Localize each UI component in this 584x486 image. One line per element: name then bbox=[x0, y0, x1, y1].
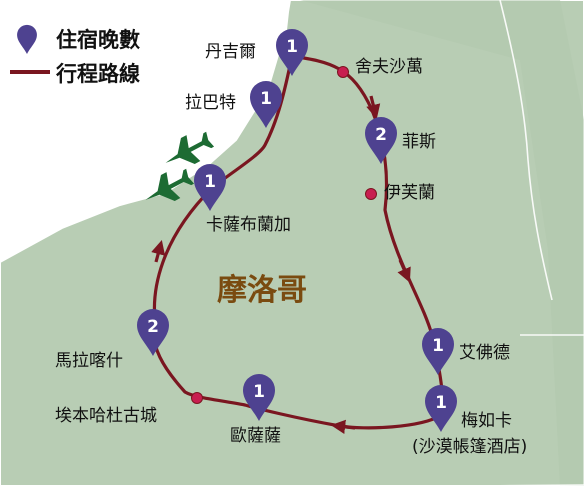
arrow-ifrane-erfoud bbox=[397, 259, 411, 283]
map-pin-icon-tangier: 1 bbox=[276, 29, 308, 76]
city-label-marrakech: 馬拉喀什 bbox=[55, 351, 123, 371]
city-label-casablanca: 卡薩布蘭加 bbox=[206, 215, 291, 235]
city-label-ifrane: 伊芙蘭 bbox=[384, 183, 435, 203]
svg-text:1: 1 bbox=[260, 89, 272, 109]
svg-text:1: 1 bbox=[253, 382, 265, 402]
airplane-icon bbox=[145, 168, 195, 201]
legend-route-swatch bbox=[10, 70, 50, 74]
country-label: 摩洛哥 bbox=[217, 273, 307, 308]
city-label-ouarzazate: 歐薩薩 bbox=[230, 426, 281, 446]
land-strip-north bbox=[300, 0, 584, 486]
map-pin-icon-marrakech: 2 bbox=[137, 309, 169, 356]
svg-text:2: 2 bbox=[147, 317, 159, 337]
city-label-ait-ben-haddou: 埃本哈杜古城 bbox=[55, 406, 157, 426]
stop-dot-icon bbox=[365, 188, 377, 200]
svg-text:1: 1 bbox=[204, 172, 216, 192]
city-label-merzouga: 梅如卡 bbox=[461, 411, 512, 431]
stop-dot-icon bbox=[191, 392, 203, 404]
city-label-erfoud: 艾佛德 bbox=[459, 343, 510, 363]
city-label-fes: 菲斯 bbox=[402, 132, 436, 152]
map-pin-icon-erfoud: 1 bbox=[422, 328, 454, 375]
city-label-chefchaouen: 舍夫沙萬 bbox=[355, 57, 423, 77]
legend-pin-label: 住宿晚數 bbox=[56, 28, 140, 52]
svg-text:1: 1 bbox=[435, 393, 447, 413]
svg-text:1: 1 bbox=[432, 336, 444, 356]
map-pin-icon-rabat: 1 bbox=[250, 81, 282, 128]
legend-route-label: 行程路線 bbox=[56, 62, 140, 86]
map-pin-icon-casablanca: 1 bbox=[194, 164, 226, 211]
map-pin-icon-ouarzazate: 1 bbox=[243, 374, 275, 421]
arrow-chefchaouen-fes bbox=[366, 95, 381, 119]
city-label-rabat: 拉巴特 bbox=[185, 93, 236, 113]
map-pin-icon-fes: 2 bbox=[365, 117, 397, 164]
stop-dot-icon bbox=[337, 66, 349, 78]
map-pin-icon-merzouga: 1 bbox=[425, 385, 457, 432]
svg-text:2: 2 bbox=[375, 125, 387, 145]
svg-text:1: 1 bbox=[286, 37, 298, 57]
city-label-merzouga-note: (沙漠帳篷酒店) bbox=[412, 437, 528, 457]
city-label-tangier: 丹吉爾 bbox=[205, 42, 256, 62]
arrow-merzouga-ouarzazate bbox=[330, 419, 356, 434]
airplane-icon bbox=[165, 131, 215, 164]
route-arrows bbox=[151, 95, 411, 434]
arrow-marrakech-casablanca bbox=[151, 240, 166, 263]
